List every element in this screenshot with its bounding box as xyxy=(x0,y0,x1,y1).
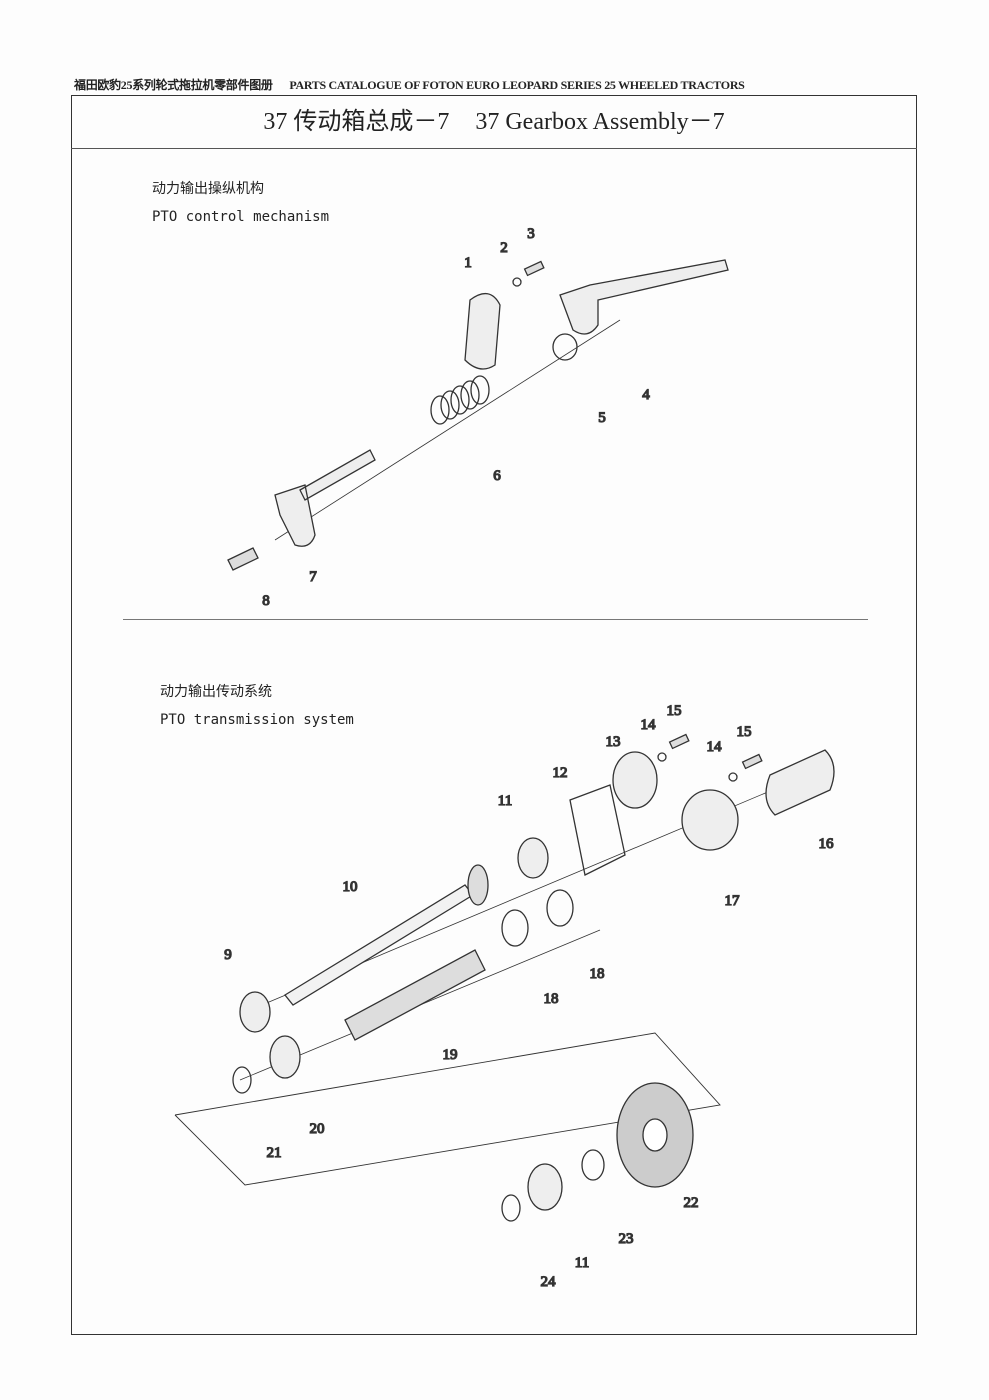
callout-7: 7 xyxy=(309,569,317,585)
callout-4: 4 xyxy=(642,387,650,403)
part-17-housing xyxy=(681,789,739,851)
pto-transmission-callouts: 9 10 11 12 13 14 15 14 15 16 17 18 18 19… xyxy=(224,702,835,1290)
part-11-bearing xyxy=(517,837,549,879)
page-frame xyxy=(71,95,917,1335)
part-21-circlip xyxy=(232,1066,252,1094)
callout-24: 24 xyxy=(541,1274,557,1290)
callout-8: 8 xyxy=(262,593,270,609)
callout-16: 16 xyxy=(819,836,835,852)
title-english: 37 Gearbox Assembly－7 xyxy=(475,109,725,135)
header-chinese: 福田欧豹25系列轮式拖拉机零部件图册 xyxy=(74,78,273,92)
part-24-circlip xyxy=(501,1194,521,1222)
section-title-cn: 动力输出操纵机构 xyxy=(152,181,264,197)
callout-21: 21 xyxy=(267,1145,282,1161)
callout-11: 11 xyxy=(498,793,512,809)
callout-2: 2 xyxy=(500,240,508,256)
title-chinese: 37 传动箱总成－7 xyxy=(263,109,450,135)
part-13-cover xyxy=(612,751,658,809)
callout-10: 10 xyxy=(343,879,358,895)
callout-5: 5 xyxy=(598,410,606,426)
callout-6: 6 xyxy=(493,468,501,484)
callout-17: 17 xyxy=(725,893,741,909)
part-15-bolt xyxy=(668,733,690,750)
pto-transmission-parts xyxy=(174,733,835,1222)
part-16-sleeve xyxy=(765,749,835,816)
section-divider xyxy=(123,619,868,620)
part-7-lever-shaft xyxy=(274,449,376,547)
page-title: 37 传动箱总成－7 37 Gearbox Assembly－7 xyxy=(71,95,917,149)
part-23-ring xyxy=(581,1149,605,1181)
callout-15: 15 xyxy=(667,703,682,719)
section-pto-transmission-heading: 动力输出传动系统 PTO transmission system xyxy=(160,678,354,734)
part-18-seal xyxy=(546,889,574,927)
part-12-gasket xyxy=(569,784,626,876)
part-3-bolt xyxy=(523,260,545,277)
callout-14: 14 xyxy=(641,717,657,733)
callout-3: 3 xyxy=(527,226,535,242)
callout-15b: 15 xyxy=(737,724,752,740)
part-14-washer xyxy=(657,752,667,762)
page-header: 福田欧豹25系列轮式拖拉机零部件图册 PARTS CATALOGUE OF FO… xyxy=(74,76,919,93)
part-9-bearing xyxy=(239,991,271,1033)
callout-9: 9 xyxy=(224,947,232,963)
part-20-bearing xyxy=(269,1035,301,1079)
callout-18b: 18 xyxy=(544,991,559,1007)
section-title-en: PTO control mechanism xyxy=(152,209,330,225)
part-5-oring xyxy=(552,333,578,361)
callout-19: 19 xyxy=(443,1047,458,1063)
callout-14b: 14 xyxy=(707,739,723,755)
header-english: PARTS CATALOGUE OF FOTON EURO LEOPARD SE… xyxy=(289,78,745,92)
callout-20: 20 xyxy=(310,1121,325,1137)
section-title-cn: 动力输出传动系统 xyxy=(160,684,272,700)
callout-23: 23 xyxy=(619,1231,634,1247)
callout-11b: 11 xyxy=(575,1255,589,1271)
part-6-spring xyxy=(430,375,490,425)
pto-control-callouts: 1 2 3 4 5 6 7 8 xyxy=(262,225,651,609)
part-2-washer xyxy=(512,277,522,287)
section-title-en: PTO transmission system xyxy=(160,712,354,728)
section-pto-control-heading: 动力输出操纵机构 PTO control mechanism xyxy=(152,175,329,231)
callout-1: 1 xyxy=(464,255,472,271)
pto-control-parts xyxy=(227,259,729,571)
part-4-shaft-lever xyxy=(559,259,729,335)
part-8-pin xyxy=(227,547,259,571)
callout-22: 22 xyxy=(684,1195,699,1211)
callout-13: 13 xyxy=(606,734,621,750)
callout-12: 12 xyxy=(553,765,568,781)
callout-18: 18 xyxy=(590,966,605,982)
part-19-splined-shaft xyxy=(344,949,486,1041)
part-1-plate xyxy=(464,293,501,370)
